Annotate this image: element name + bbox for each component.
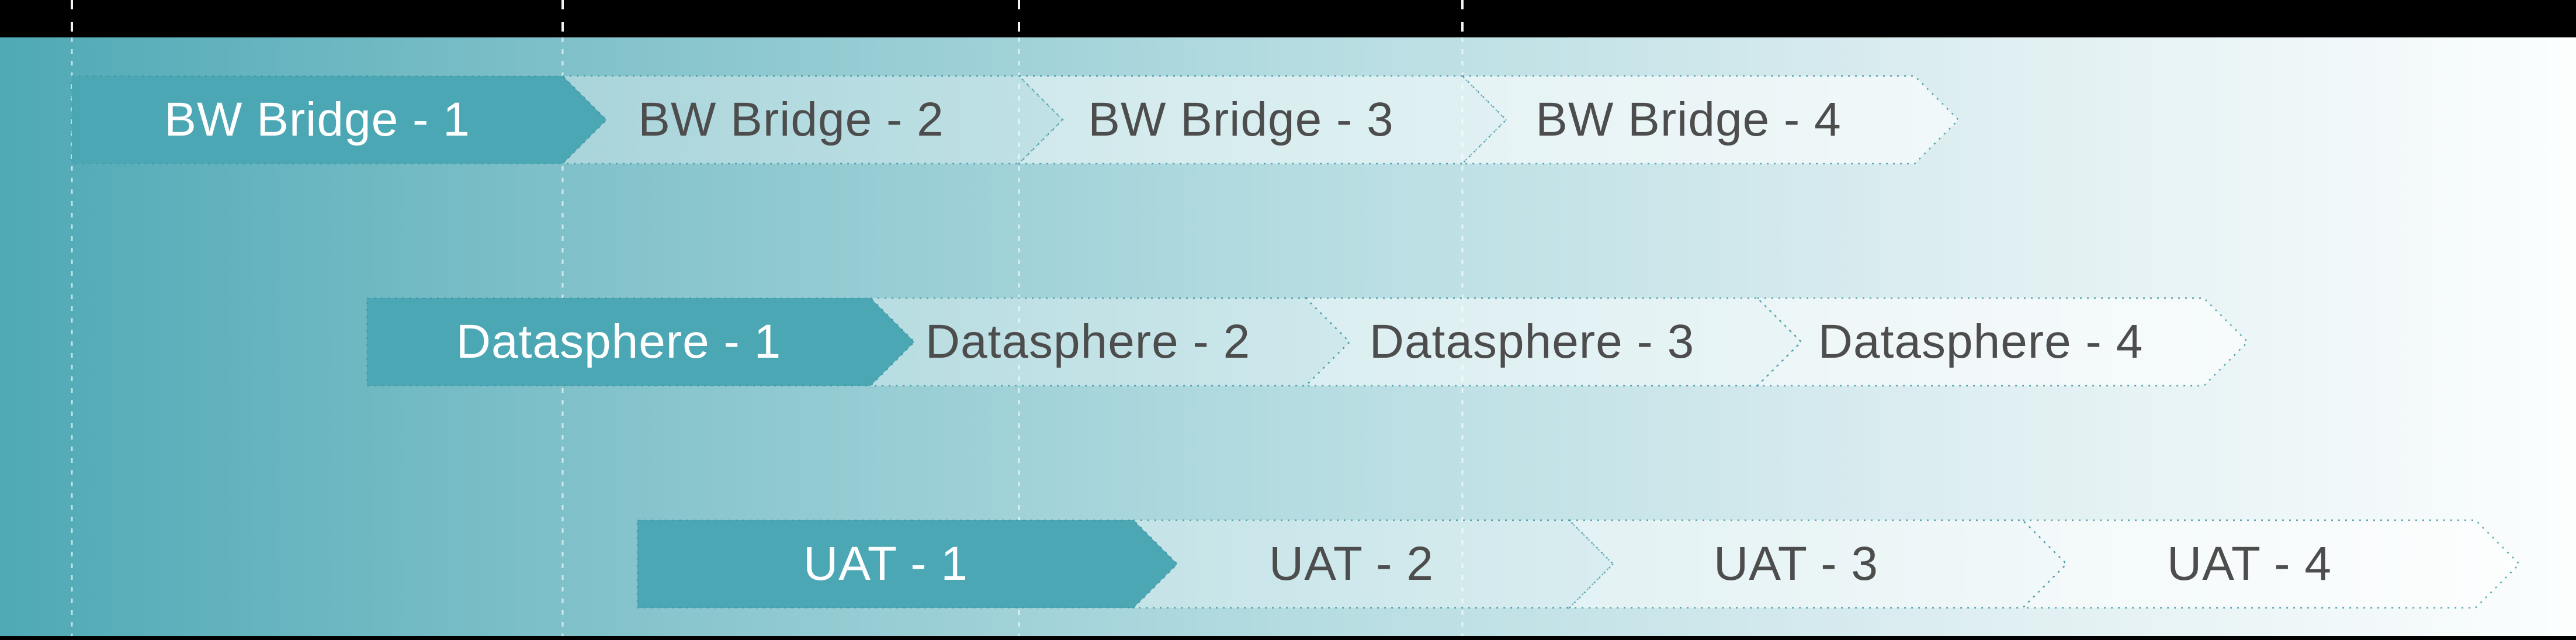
chevron-bw-bridge-4 [1460, 75, 1960, 165]
gridlines [71, 0, 1464, 636]
chevron-datasphere-4 [1755, 297, 2249, 387]
chevron-bw-bridge-1 [71, 75, 608, 165]
chevron-bw-bridge-2 [560, 75, 1064, 165]
row-datasphere [366, 297, 2249, 387]
chevron-datasphere-1 [366, 297, 916, 387]
chevron-uat-2 [1131, 519, 1614, 609]
chevron-uat-1 [636, 519, 1178, 609]
row-bw-bridge [71, 75, 1960, 165]
row-uat [636, 519, 2520, 609]
chevron-datasphere-2 [868, 297, 1351, 387]
chevron-datasphere-3 [1303, 297, 1802, 387]
chevron-uat-4 [2020, 519, 2520, 609]
top-black-bar [0, 0, 2576, 37]
chevron-bw-bridge-3 [1017, 75, 1507, 165]
bottom-black-bar [0, 636, 2576, 640]
chevron-uat-3 [1567, 519, 2068, 609]
